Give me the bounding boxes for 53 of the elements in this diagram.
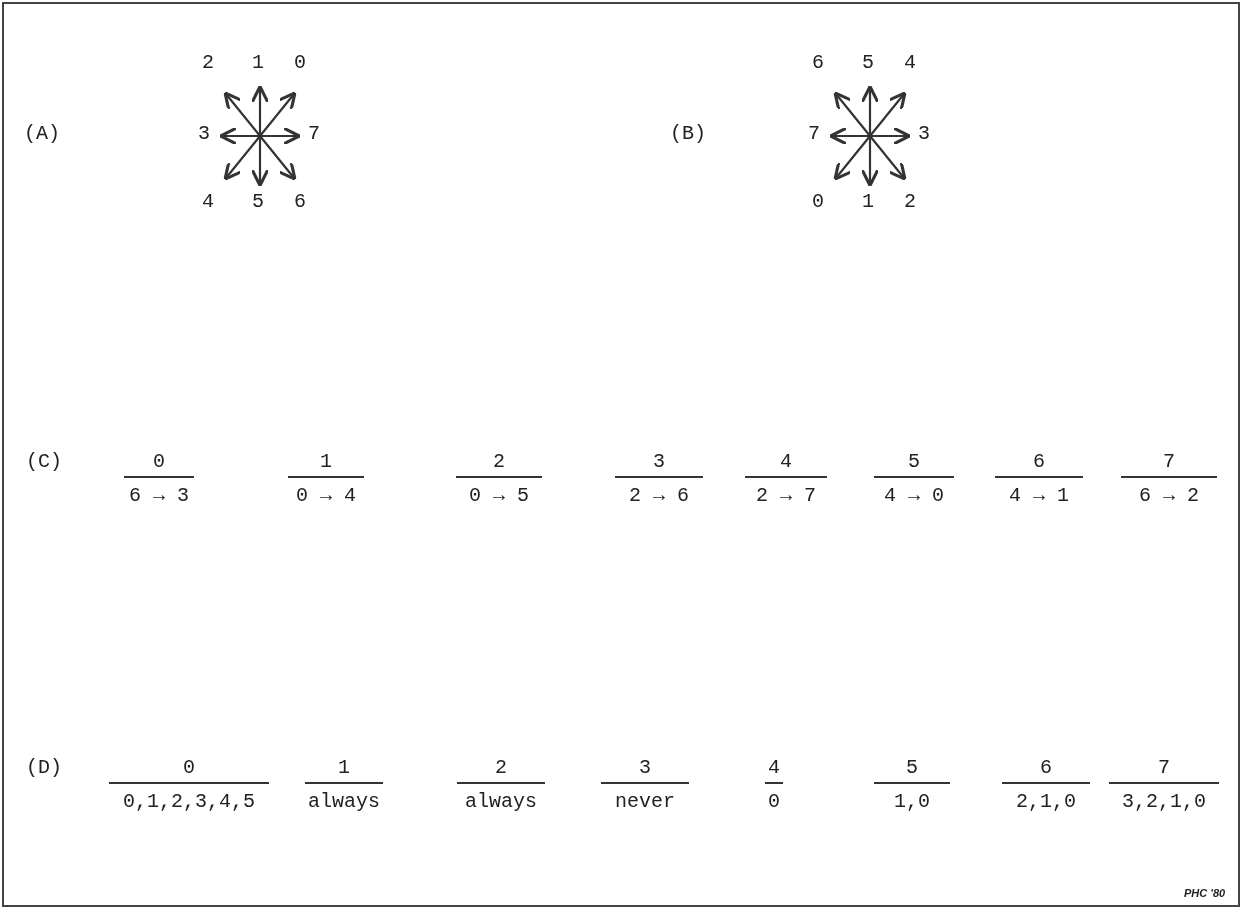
cell-value: 3,2,1,0 xyxy=(1122,790,1206,814)
cell-value: always xyxy=(465,790,537,814)
panel-label: (A) xyxy=(24,122,60,146)
cell-value: 0 → 4 xyxy=(296,484,356,508)
row-label: (D) xyxy=(26,756,62,780)
direction-number: 7 xyxy=(808,122,820,146)
cell-value: 2 → 7 xyxy=(756,484,816,508)
cell-value: 0,1,2,3,4,5 xyxy=(123,790,255,814)
direction-number: 2 xyxy=(202,51,214,75)
cell-value: 2 → 6 xyxy=(629,484,689,508)
direction-number: 3 xyxy=(198,122,210,146)
direction-number: 4 xyxy=(904,51,916,75)
cell-value: 0 → 5 xyxy=(469,484,529,508)
cell-value: 2,1,0 xyxy=(1016,790,1076,814)
column-heading: 1 xyxy=(288,450,364,478)
column-heading: 2 xyxy=(457,756,545,784)
column-heading: 3 xyxy=(615,450,703,478)
direction-number: 3 xyxy=(918,122,930,146)
column-heading: 5 xyxy=(874,450,954,478)
cell-value: 4 → 0 xyxy=(884,484,944,508)
direction-number: 0 xyxy=(294,51,306,75)
cell-value: 6 → 2 xyxy=(1139,484,1199,508)
direction-number: 6 xyxy=(294,190,306,214)
direction-number: 1 xyxy=(862,190,874,214)
direction-number: 5 xyxy=(252,190,264,214)
column-heading: 0 xyxy=(109,756,269,784)
direction-number: 1 xyxy=(252,51,264,75)
panel-label: (B) xyxy=(670,122,706,146)
cell-value: never xyxy=(615,790,675,814)
column-heading: 4 xyxy=(765,756,783,784)
column-heading: 0 xyxy=(124,450,194,478)
row-label: (C) xyxy=(26,450,62,474)
cell-value: 0 xyxy=(768,790,780,814)
direction-number: 0 xyxy=(812,190,824,214)
direction-number: 4 xyxy=(202,190,214,214)
column-heading: 4 xyxy=(745,450,827,478)
column-heading: 7 xyxy=(1109,756,1219,784)
cell-value: always xyxy=(308,790,380,814)
column-heading: 6 xyxy=(1002,756,1090,784)
cell-value: 6 → 3 xyxy=(129,484,189,508)
cell-value: 1,0 xyxy=(894,790,930,814)
signature: PHC '80 xyxy=(1184,886,1226,900)
column-heading: 5 xyxy=(874,756,950,784)
direction-number: 7 xyxy=(308,122,320,146)
direction-number: 2 xyxy=(904,190,916,214)
column-heading: 7 xyxy=(1121,450,1217,478)
column-heading: 1 xyxy=(305,756,383,784)
column-heading: 6 xyxy=(995,450,1083,478)
cell-value: 4 → 1 xyxy=(1009,484,1069,508)
direction-number: 5 xyxy=(862,51,874,75)
column-heading: 2 xyxy=(456,450,542,478)
column-heading: 3 xyxy=(601,756,689,784)
direction-number: 6 xyxy=(812,51,824,75)
